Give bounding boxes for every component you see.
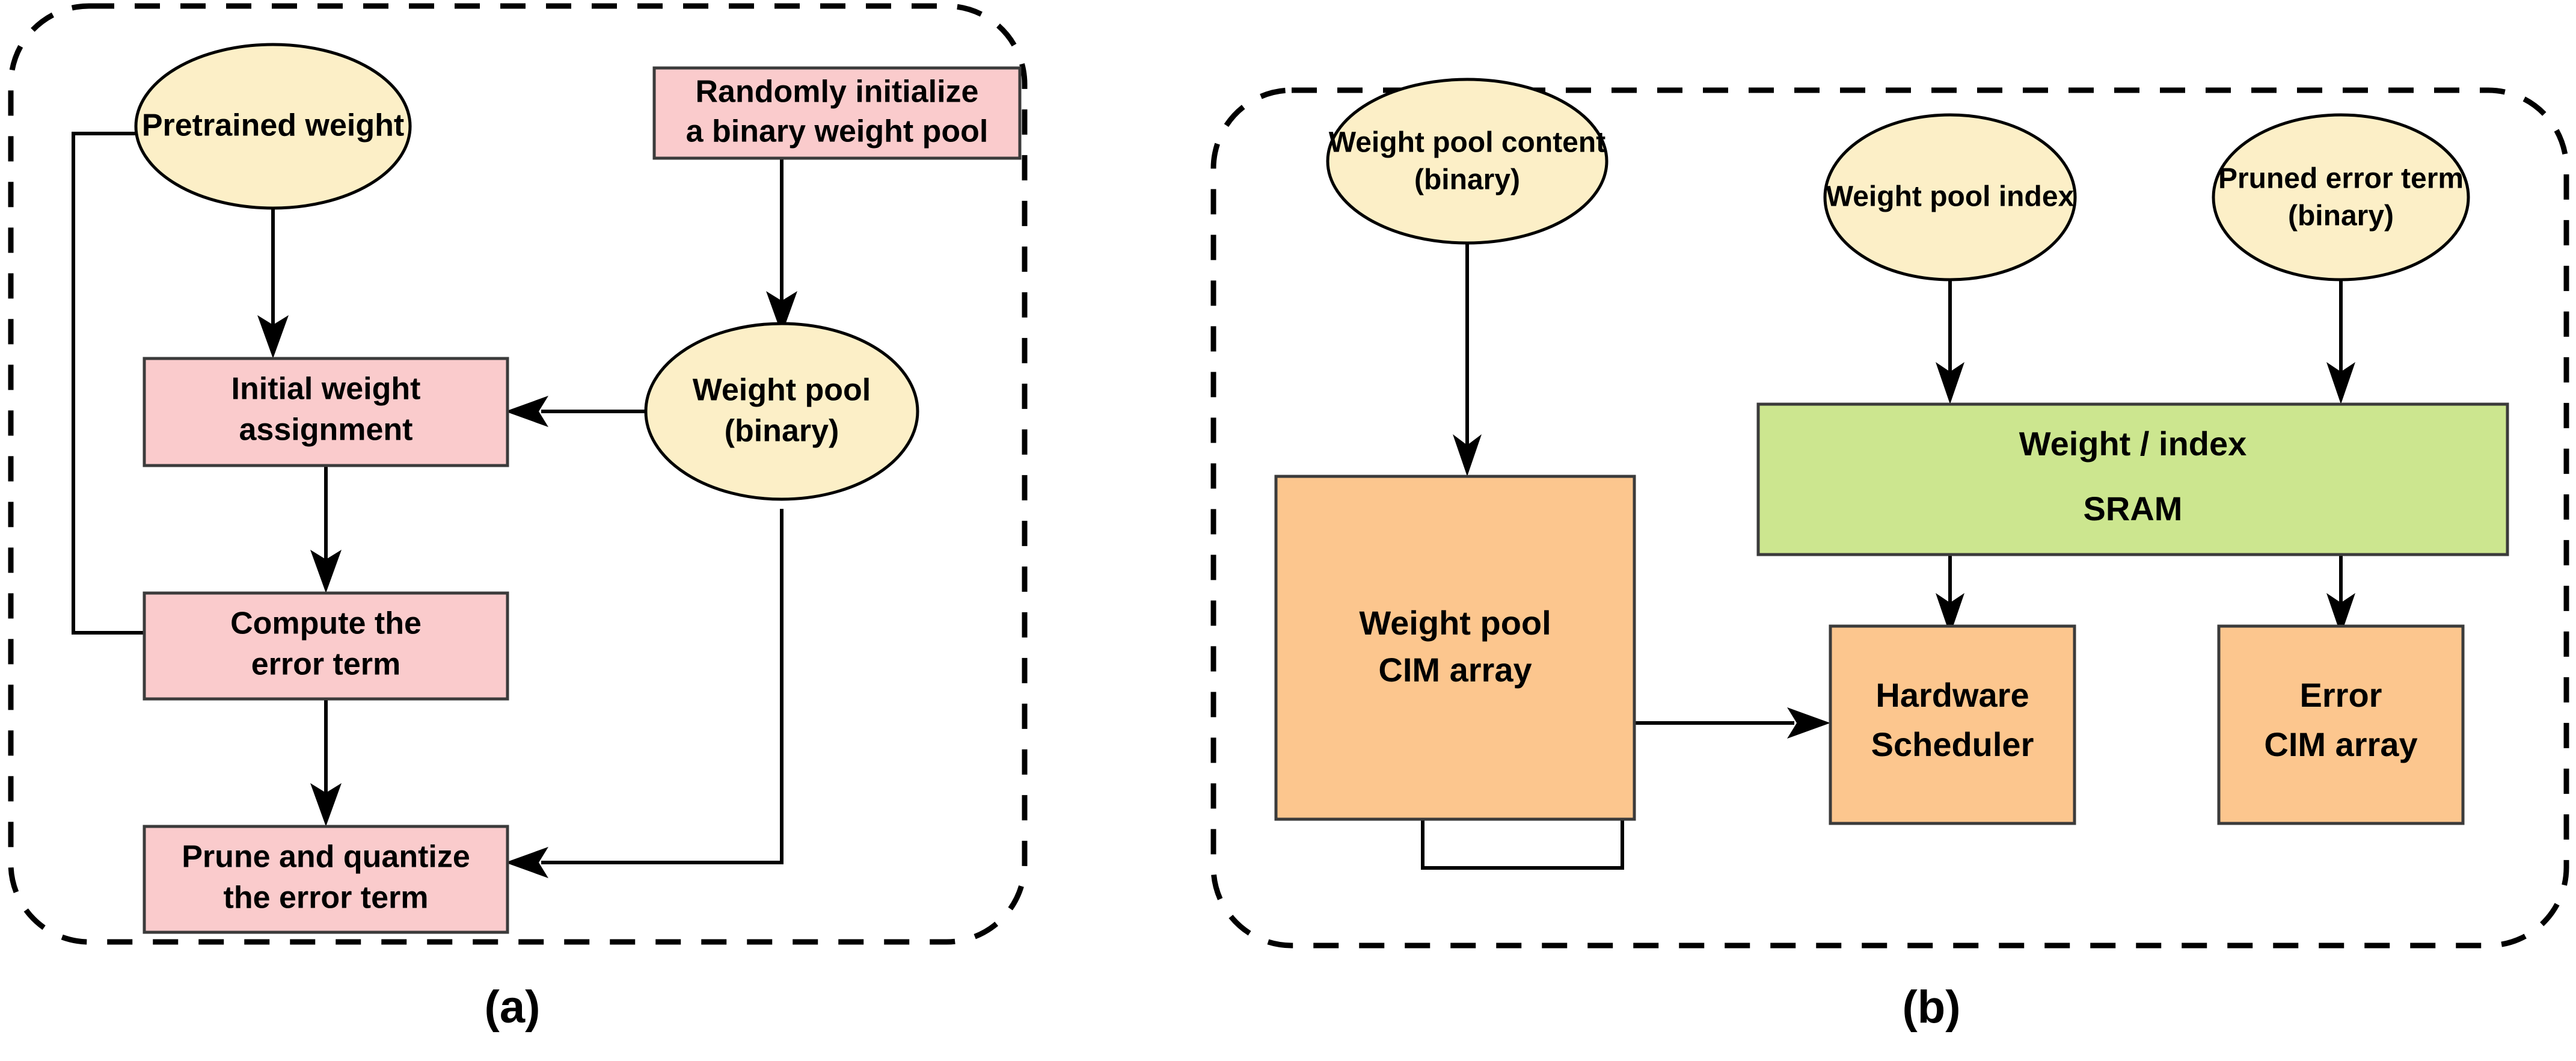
compute-error-term-rect[interactable] bbox=[143, 591, 509, 701]
node-error-cim-array[interactable]: Error CIM array bbox=[2217, 624, 2465, 825]
weight-pool-index-label-line1: Weight pool index bbox=[1826, 181, 2075, 213]
error-cim-array-label-line2: CIM array bbox=[2264, 725, 2417, 763]
error-cim-array-rect[interactable] bbox=[2217, 624, 2465, 825]
arrowhead-compute-error-top bbox=[310, 550, 342, 593]
weight-pool-binary-label-line2: (binary) bbox=[725, 414, 839, 449]
panel-a-dashed-border bbox=[8, 3, 1028, 945]
node-random-init-pool[interactable]: Randomly initialize a binary weight pool bbox=[652, 66, 1022, 160]
panel-b-edges bbox=[1421, 244, 2355, 870]
compute-error-term-label-line1: Compute the bbox=[230, 606, 422, 641]
arrowhead-sram-right-top bbox=[2326, 362, 2355, 404]
weight-pool-binary-label-line1: Weight pool bbox=[693, 373, 871, 408]
prune-quantize-error-label-line1: Prune and quantize bbox=[182, 840, 470, 875]
pretrained-weight-label-line1: Pretrained weight bbox=[142, 108, 404, 143]
prune-quantize-error-rect[interactable] bbox=[143, 825, 509, 934]
weight-pool-index-ellipse[interactable] bbox=[1823, 113, 2077, 281]
node-weight-index-sram[interactable]: Weight / index SRAM bbox=[1756, 402, 2509, 556]
node-prune-quantize-error[interactable]: Prune and quantize the error term bbox=[143, 825, 509, 934]
arrowhead-initial-weight-top bbox=[257, 315, 289, 358]
compute-error-term-label-line2: error term bbox=[251, 647, 401, 682]
random-init-pool-rect[interactable] bbox=[652, 66, 1022, 160]
node-initial-weight-assignment[interactable]: Initial weight assignment bbox=[143, 357, 509, 467]
initial-weight-assignment-rect[interactable] bbox=[143, 357, 509, 467]
arrowhead-prune-top bbox=[310, 783, 342, 826]
node-pretrained-weight[interactable]: Pretrained weight bbox=[134, 43, 412, 210]
initial-weight-assignment-label-line1: Initial weight bbox=[232, 372, 421, 407]
arrowhead-sram-left-top bbox=[1936, 362, 1964, 404]
pruned-error-term-label-line1: Pruned error term bbox=[2218, 163, 2464, 195]
panel-b: Weight pool content (binary) Weight pool… bbox=[1210, 78, 2569, 1033]
pretrained-weight-ellipse[interactable] bbox=[134, 43, 412, 210]
node-hardware-scheduler[interactable]: Hardware Scheduler bbox=[1829, 624, 2076, 825]
weight-index-sram-label-line2: SRAM bbox=[2084, 490, 2183, 527]
panel-b-caption: (b) bbox=[1902, 982, 1960, 1033]
random-init-pool-label-line1: Randomly initialize bbox=[696, 75, 979, 109]
prune-quantize-error-label-line2: the error term bbox=[224, 881, 429, 915]
weight-index-sram-label-line1: Weight / index bbox=[2019, 425, 2247, 463]
hardware-scheduler-label-line2: Scheduler bbox=[1871, 725, 2034, 763]
node-compute-error-term[interactable]: Compute the error term bbox=[143, 591, 509, 701]
arrowhead-initial-weight-right bbox=[505, 396, 548, 427]
weight-pool-content-ellipse[interactable] bbox=[1326, 78, 1608, 245]
node-weight-pool-content[interactable]: Weight pool content (binary) bbox=[1326, 78, 1608, 245]
panel-a: Pretrained weight Randomly initialize a … bbox=[8, 3, 1028, 1033]
node-weight-pool-cim-array[interactable]: Weight pool CIM array bbox=[1274, 475, 1636, 821]
weight-pool-content-label-line2: (binary) bbox=[1414, 164, 1520, 196]
weight-pool-binary-ellipse[interactable] bbox=[644, 322, 919, 501]
error-cim-array-label-line1: Error bbox=[2300, 676, 2382, 714]
arrowhead-prune-right bbox=[505, 847, 548, 878]
panel-a-edges bbox=[72, 132, 797, 878]
random-init-pool-label-line2: a binary weight pool bbox=[686, 114, 989, 149]
panel-b-dashed-border bbox=[1210, 87, 2569, 949]
weight-pool-cim-array-label-line1: Weight pool bbox=[1359, 604, 1551, 642]
edge-weight-pool-to-prune bbox=[541, 509, 784, 864]
panel-a-caption: (a) bbox=[485, 982, 541, 1033]
edge-cim-array-to-hardware-scheduler bbox=[1421, 721, 1794, 870]
arrowhead-cim-array-top bbox=[1453, 434, 1482, 476]
weight-index-sram-rect[interactable] bbox=[1756, 402, 2509, 556]
node-pruned-error-term[interactable]: Pruned error term (binary) bbox=[2212, 113, 2470, 281]
arrowhead-hardware-scheduler-left bbox=[1787, 707, 1830, 739]
pruned-error-term-ellipse[interactable] bbox=[2212, 113, 2470, 281]
arrowhead-weight-pool-top bbox=[766, 291, 797, 334]
initial-weight-assignment-label-line2: assignment bbox=[239, 413, 413, 447]
node-weight-pool-index[interactable]: Weight pool index bbox=[1823, 113, 2077, 281]
arrowhead-hardware-scheduler-top bbox=[1936, 593, 1964, 635]
node-weight-pool-binary[interactable]: Weight pool (binary) bbox=[644, 322, 919, 501]
arrowhead-error-cim-array-top bbox=[2326, 593, 2355, 635]
weight-pool-content-label-line1: Weight pool content bbox=[1329, 127, 1605, 159]
hardware-scheduler-rect[interactable] bbox=[1829, 624, 2076, 825]
weight-pool-cim-array-rect[interactable] bbox=[1274, 475, 1636, 821]
weight-pool-cim-array-label-line2: CIM array bbox=[1378, 651, 1532, 689]
pruned-error-term-label-line2: (binary) bbox=[2288, 200, 2394, 232]
hardware-scheduler-label-line1: Hardware bbox=[1875, 676, 2029, 714]
